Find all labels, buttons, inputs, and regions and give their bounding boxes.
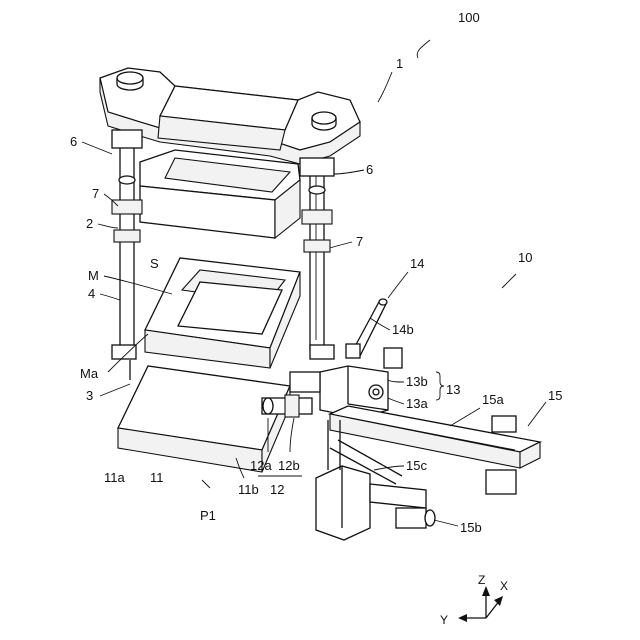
label-M: M [88, 268, 99, 283]
label-2: 2 [86, 216, 93, 231]
label-15a: 15a [482, 392, 504, 407]
label-15: 15 [548, 388, 562, 403]
label-S: S [150, 256, 159, 271]
label-12a: 12a [250, 458, 272, 473]
label-1: 1 [396, 56, 403, 71]
label-4: 4 [88, 286, 95, 301]
lower-mold [145, 258, 300, 368]
label-13a: 13a [406, 396, 428, 411]
label-100: 100 [458, 10, 480, 25]
z-arrowhead [482, 586, 490, 596]
coordinate-axes: Z X Y [440, 573, 508, 627]
rod-14 [346, 299, 387, 358]
y-arrowhead [458, 614, 467, 622]
label-11b: 11b [238, 482, 259, 497]
x-arrowhead [494, 596, 503, 606]
shaft-12 [262, 395, 312, 417]
upper-clamp-frame [100, 68, 360, 164]
axis-z-label: Z [478, 573, 485, 587]
axis-y-label: Y [440, 613, 448, 627]
label-7-left: 7 [92, 186, 99, 201]
label-15b: 15b [460, 520, 482, 535]
label-6-right: 6 [366, 162, 373, 177]
label-15c: 15c [406, 458, 427, 473]
plate-11 [118, 366, 290, 472]
label-14: 14 [410, 256, 424, 271]
label-13: 13 [446, 382, 460, 397]
label-11a: 11a [104, 470, 125, 485]
label-Ma: Ma [80, 366, 99, 381]
upper-tray [140, 150, 300, 238]
label-3: 3 [86, 388, 93, 403]
label-13b: 13b [406, 374, 428, 389]
label-7-right: 7 [356, 234, 363, 249]
label-10: 10 [518, 250, 532, 265]
brace-13 [436, 372, 444, 400]
label-11: 11 [150, 470, 164, 485]
label-12: 12 [270, 482, 284, 497]
label-P1: P1 [200, 508, 216, 523]
label-6-left: 6 [70, 134, 77, 149]
axis-x-label: X [500, 579, 508, 593]
label-12b: 12b [278, 458, 300, 473]
label-14b: 14b [392, 322, 414, 337]
